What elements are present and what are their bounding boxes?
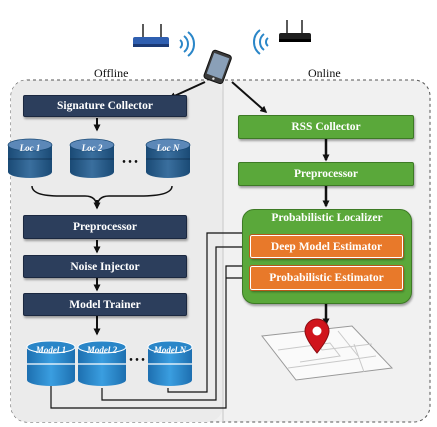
offline-title: Offline (94, 66, 129, 80)
wifi-signal-icon (179, 31, 195, 57)
loc-cylinder-2 (69, 138, 115, 178)
offline-preprocessor-box: Preprocessor (23, 215, 187, 239)
loc-2-label: Loc 2 (81, 143, 103, 153)
router-black-icon (279, 20, 311, 42)
smartphone-icon (203, 49, 232, 85)
probabilistic-localizer-title: Probabilistic Localizer (271, 212, 383, 224)
online-title: Online (308, 66, 341, 80)
wifi-signal-icon (253, 29, 269, 55)
map-pin-icon (304, 318, 330, 354)
model-n-label: Model N (153, 345, 187, 355)
loc-ellipsis: • • • (122, 157, 138, 168)
model-cylinder-1 (26, 340, 76, 386)
model-1-label: Model 1 (35, 345, 66, 355)
loc-n-label: Loc N (156, 143, 180, 153)
rss-collector-box: RSS Collector (238, 115, 414, 139)
probabilistic-estimator-box: Probabilistic Estimator (249, 265, 404, 291)
model-cylinder-n (147, 340, 193, 386)
model-ellipsis: • • • (129, 355, 145, 366)
floor-map-icon (261, 325, 394, 381)
model-2-label: Model 2 (86, 345, 118, 355)
loc-cylinder-1 (7, 138, 53, 178)
noise-injector-box: Noise Injector (23, 255, 187, 278)
router-blue-icon (133, 24, 169, 47)
signature-collector-box: Signature Collector (23, 95, 187, 117)
loc-1-label: Loc 1 (19, 143, 41, 153)
model-trainer-box: Model Trainer (23, 293, 187, 316)
deep-model-estimator-box: Deep Model Estimator (249, 234, 404, 259)
online-preprocessor-box: Preprocessor (238, 162, 414, 186)
loc-cylinder-n (145, 138, 191, 178)
model-cylinder-2 (77, 340, 127, 386)
